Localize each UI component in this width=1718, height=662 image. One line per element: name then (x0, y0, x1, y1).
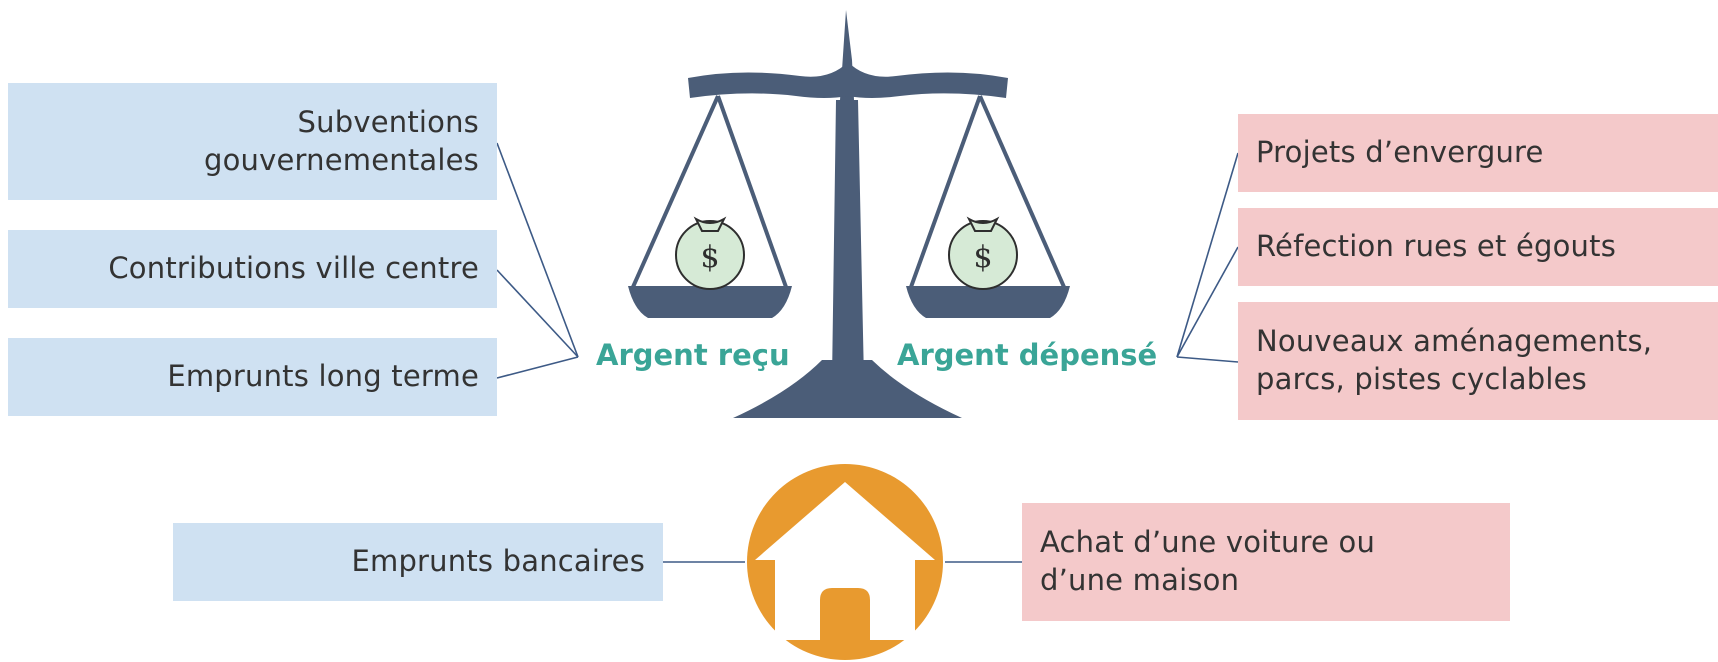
expense-item-projets: Projets d’envergure (1238, 114, 1718, 192)
house-right-line1: Achat d’une voiture ou (1040, 525, 1376, 560)
money-bag-icon: $ (675, 216, 745, 290)
income-item-line1: Subventions (297, 104, 479, 139)
connector-line (1176, 152, 1239, 358)
income-item-line2: gouvernementales (204, 142, 479, 177)
income-item-subventions: Subventions gouvernementales (8, 83, 497, 200)
money-bag-symbol: $ (973, 240, 992, 275)
connector-line (496, 356, 579, 379)
house-left-text: Emprunts bancaires (351, 544, 645, 579)
expense-item-amenagements: Nouveaux aménagements, parcs, pistes cyc… (1238, 302, 1718, 420)
scale-right-label: Argent dépensé (897, 338, 1158, 372)
money-bag-symbol: $ (700, 240, 719, 275)
expense-item-line1: Nouveaux aménagements, (1256, 324, 1653, 359)
income-connectors (496, 142, 579, 379)
expense-item-line1: Réfection rues et égouts (1256, 229, 1617, 264)
expense-connectors (1176, 152, 1239, 363)
income-item-contributions: Contributions ville centre (8, 230, 497, 308)
house-left-item: Emprunts bancaires (173, 523, 663, 601)
expense-item-line2: parcs, pistes cyclables (1256, 362, 1587, 396)
connector-line (496, 269, 579, 358)
expense-item-refection: Réfection rues et égouts (1238, 208, 1718, 286)
connector-line (496, 142, 579, 358)
connector-line (1176, 246, 1239, 358)
house-icon (747, 464, 943, 660)
scale-strings (631, 95, 1066, 288)
income-item-emprunts: Emprunts long terme (8, 338, 497, 416)
connector-line (1176, 356, 1239, 363)
money-bag-icon: $ (948, 216, 1018, 290)
expense-item-line1: Projets d’envergure (1256, 135, 1544, 170)
income-item-line1: Contributions ville centre (108, 251, 479, 286)
balance-scale-icon (628, 10, 1070, 418)
house-right-item: Achat d’une voiture ou d’une maison (1022, 503, 1510, 621)
house-right-line2: d’une maison (1040, 563, 1240, 597)
income-item-line1: Emprunts long terme (167, 359, 479, 394)
scale-left-label: Argent reçu (596, 338, 790, 372)
